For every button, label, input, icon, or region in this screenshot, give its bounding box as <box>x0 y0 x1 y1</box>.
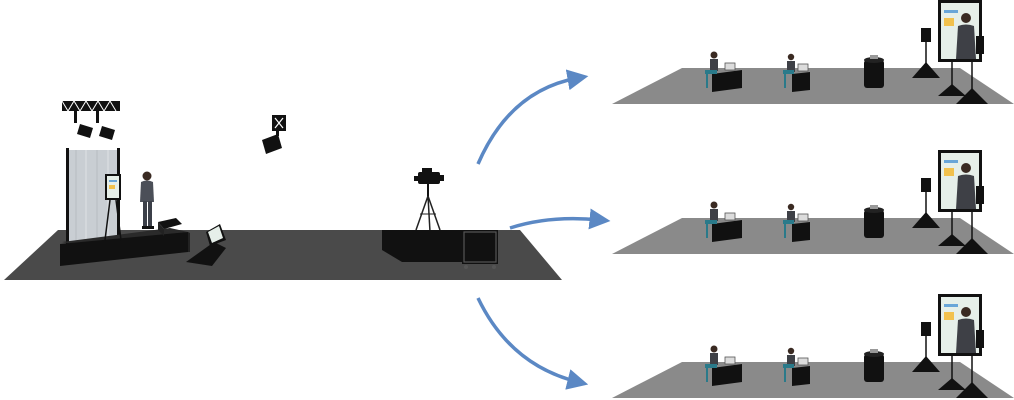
desk-laptop-person-icon <box>783 203 810 242</box>
camera-tripod-icon <box>414 168 444 233</box>
desk-seated-person-icon <box>705 345 742 386</box>
round-table-icon <box>864 349 884 382</box>
remote-room <box>612 294 1014 398</box>
round-table-icon <box>864 55 884 88</box>
studio-scene <box>4 100 562 280</box>
desk-laptop-person-icon <box>783 53 810 92</box>
stage-riser-icon <box>60 228 190 266</box>
curved-arrow-icon <box>509 208 611 230</box>
desk-laptop-person-icon <box>783 347 810 386</box>
presenter-icon <box>140 171 154 229</box>
camera-riser-icon <box>382 230 470 262</box>
speaker-stand-icon <box>912 178 940 228</box>
remote-room <box>612 0 1014 104</box>
stage-speaker-icon <box>158 218 182 236</box>
remote-room <box>612 150 1014 254</box>
curved-arrow-icon <box>476 297 589 390</box>
display-screen-presenter-icon <box>938 150 988 254</box>
equipment-case-icon <box>462 230 498 269</box>
spotlight-icon <box>262 115 286 154</box>
truss-lights-icon <box>61 100 120 140</box>
round-table-icon <box>864 205 884 238</box>
display-screen-presenter-icon <box>938 0 988 104</box>
speaker-stand-icon <box>912 28 940 78</box>
desk-seated-person-icon <box>705 201 742 242</box>
floor-monitor-icon <box>186 224 226 266</box>
monitor-stand-icon <box>104 174 122 241</box>
curved-arrow-icon <box>476 69 589 165</box>
desk-seated-person-icon <box>705 51 742 92</box>
arrows-group <box>476 69 611 390</box>
speaker-stand-icon <box>912 322 940 372</box>
display-screen-presenter-icon <box>938 294 988 398</box>
